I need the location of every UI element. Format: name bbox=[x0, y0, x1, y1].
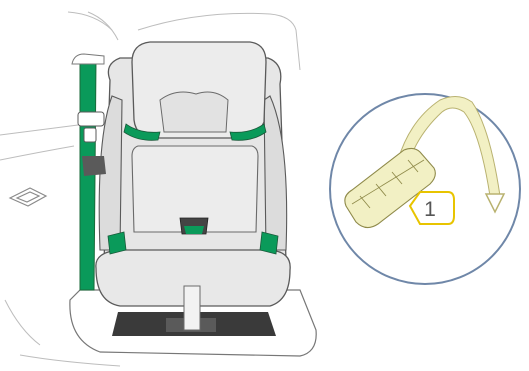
belt-anchor bbox=[78, 112, 104, 126]
callout-number: 1 bbox=[424, 198, 436, 221]
right-side-buckle bbox=[260, 232, 278, 254]
callout-marker: 1 bbox=[410, 192, 454, 224]
crotch-strap bbox=[184, 286, 200, 330]
left-side-buckle bbox=[108, 232, 126, 254]
belt-tongue bbox=[84, 128, 96, 142]
crotch-buckle-green bbox=[184, 226, 204, 234]
belt-pillar bbox=[72, 54, 104, 64]
headrest-inner bbox=[160, 92, 228, 132]
door-handle-icon bbox=[10, 188, 46, 206]
right-side-wing bbox=[264, 96, 287, 250]
belt-clip bbox=[82, 156, 106, 176]
